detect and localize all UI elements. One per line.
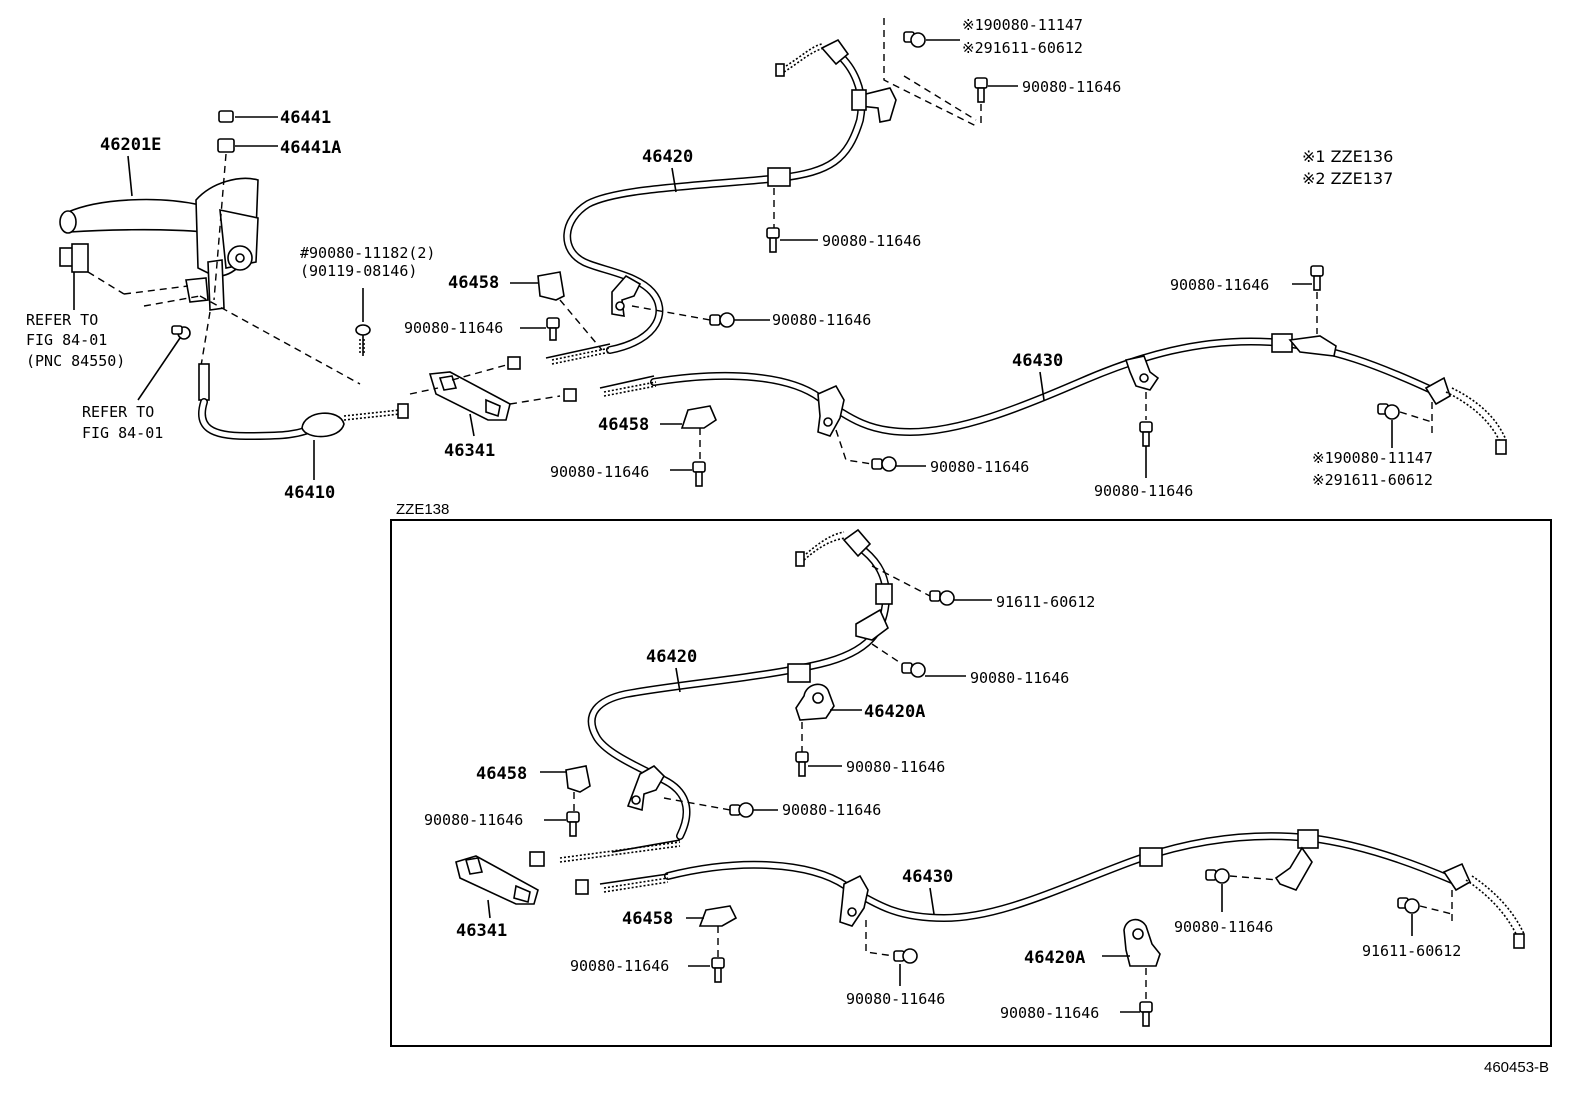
label-pn-b3: 90080-11646 (846, 758, 945, 776)
bolt-refer (171, 325, 191, 340)
clip-46458-bottom-left (540, 765, 591, 837)
bolt-group-bottom-46420 (663, 565, 992, 818)
label-refer2-line1: REFER TO (82, 403, 154, 421)
equalizer-46341 (409, 363, 561, 437)
bolt-group-bottom-46430 (865, 868, 1453, 986)
label-pn-t8: 90080-11646 (930, 458, 1029, 476)
parking-brake-lever (59, 177, 259, 311)
label-pn-tl1: ※190080-11147 (962, 16, 1083, 34)
label-46341-bottom: 46341 (456, 921, 507, 941)
label-pn-t10: 90080-11646 (1094, 482, 1193, 500)
label-46420A-upper: 46420A (864, 702, 925, 722)
label-hash-part: #90080-11182(2) (300, 244, 435, 262)
label-hash-alt: (90119-08146) (300, 262, 417, 280)
label-pn-b7: 90080-11646 (570, 957, 669, 975)
cable-46420-bottom (529, 528, 893, 867)
clip-46458-top-left (510, 271, 603, 351)
label-pn-t9: 90080-11646 (550, 463, 649, 481)
label-zze138: ZZE138 (396, 501, 449, 518)
cable-46430-top (563, 333, 1507, 455)
label-46420A-lower: 46420A (1024, 948, 1085, 968)
label-pn-tr1: ※190080-11147 (1312, 449, 1433, 467)
clip-46458-bottom-mid (686, 905, 738, 983)
label-pn-b4: 90080-11646 (782, 801, 881, 819)
label-pn-t3: 90080-11646 (1022, 78, 1121, 96)
label-46441A: 46441A (280, 138, 341, 158)
label-pn-tl2: ※291611-60612 (962, 39, 1083, 57)
label-refer1-line2: FIG 84-01 (26, 331, 107, 349)
bracket-46420A-upper (795, 683, 862, 777)
label-46341-top: 46341 (444, 441, 495, 461)
label-pn-t4: 90080-11646 (822, 232, 921, 250)
label-46430-bottom: 46430 (902, 867, 953, 887)
bolt-group-top-46420 (631, 18, 1018, 328)
label-pn-t5: 90080-11646 (1170, 276, 1269, 294)
label-46201E: 46201E (100, 135, 161, 155)
label-pn-b10: 91611-60612 (1362, 942, 1461, 960)
label-pn-t7: 90080-11646 (772, 311, 871, 329)
label-46410: 46410 (284, 483, 335, 503)
label-46430-top: 46430 (1012, 351, 1063, 371)
bolt-group-top-46430 (835, 265, 1433, 478)
label-46458-bottom-left: 46458 (476, 764, 527, 784)
label-46420-bottom: 46420 (646, 647, 697, 667)
label-pn-b2: 90080-11646 (970, 669, 1069, 687)
label-pn-b1: 91611-60612 (996, 593, 1095, 611)
cable-46430-bottom (575, 829, 1525, 949)
cable-46420-top (507, 38, 897, 370)
label-refer2-line2: FIG 84-01 (82, 424, 163, 442)
nut-46441 (213, 110, 278, 301)
note-zze137: ※2 ZZE137 (1302, 169, 1393, 188)
zze138-frame (390, 519, 1552, 1047)
label-46458-top-left: 46458 (448, 273, 499, 293)
label-46458-bottom-mid: 46458 (622, 909, 673, 929)
diagram-code: 460453-B (1484, 1059, 1549, 1076)
equalizer-46341-bottom (455, 855, 539, 919)
label-46458-top-mid: 46458 (598, 415, 649, 435)
screw-90080-11182 (355, 288, 371, 356)
label-pn-b6: 90080-11646 (1174, 918, 1273, 936)
label-pn-t6: 90080-11646 (404, 319, 503, 337)
cable-46410 (198, 363, 409, 480)
clip-46458-top-mid (660, 405, 717, 487)
label-pn-b5: 90080-11646 (424, 811, 523, 829)
label-pn-b9: 90080-11646 (1000, 1004, 1099, 1022)
label-refer1-line3: (PNC 84550) (26, 352, 125, 370)
note-zze136: ※1 ZZE136 (1302, 147, 1393, 166)
label-46420-top: 46420 (642, 147, 693, 167)
label-pn-b8: 90080-11646 (846, 990, 945, 1008)
label-pn-tr2: ※291611-60612 (1312, 471, 1433, 489)
bracket-46420A-lower (1102, 918, 1161, 1027)
label-refer1-line1: REFER TO (26, 311, 98, 329)
label-46441: 46441 (280, 108, 331, 128)
